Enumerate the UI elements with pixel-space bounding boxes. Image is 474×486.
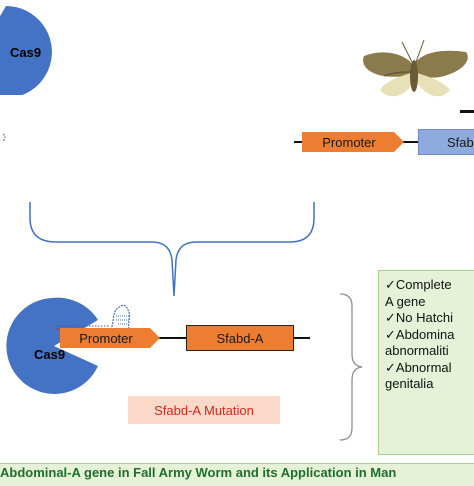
- top-cas9-label: Cas9: [10, 45, 42, 60]
- bottom-promoter-arrow: [60, 328, 160, 348]
- top-gene-box: Sfab: [418, 129, 474, 155]
- top-promoter-arrow: [302, 132, 404, 152]
- mutation-label: Sfabd-A Mutation: [128, 396, 280, 424]
- result-item-cont: abnormaliti: [385, 343, 449, 358]
- checkmark-icon: ✓: [385, 277, 396, 292]
- checkmark-icon: ✓: [385, 359, 396, 375]
- bottom-promoter-label: Promoter: [79, 330, 133, 346]
- cas9-icon: [0, 6, 52, 95]
- result-item: ✓Complete: [385, 277, 452, 292]
- dna-fragment-icon: [2, 133, 6, 142]
- moth-shadow-line: [460, 110, 474, 113]
- results-brace: [339, 293, 363, 441]
- results-panel: ✓Complete A gene ✓No Hatchi ✓Abdomina ab…: [378, 270, 474, 455]
- top-promoter-label: Promoter: [322, 134, 376, 150]
- result-item: ✓Abdomina: [385, 326, 455, 342]
- result-item: ✓Abnormal: [385, 359, 452, 375]
- result-item: ✓No Hatchi: [385, 310, 453, 325]
- moth-icon: [363, 39, 468, 97]
- checkmark-icon: ✓: [385, 310, 396, 325]
- bottom-cas9-label: Cas9: [34, 347, 66, 362]
- bottom-cas9-icon: [6, 297, 99, 394]
- result-item-cont: A gene: [385, 293, 426, 309]
- merge-brace: [29, 202, 315, 297]
- title-banner: Abdominal-A gene in Fall Army Worm and i…: [0, 463, 474, 486]
- result-item-cont: genitalia: [385, 376, 434, 391]
- bottom-dna-line: [60, 337, 310, 339]
- bottom-gene-box: Sfabd-A: [186, 325, 294, 351]
- checkmark-icon: ✓: [385, 326, 396, 342]
